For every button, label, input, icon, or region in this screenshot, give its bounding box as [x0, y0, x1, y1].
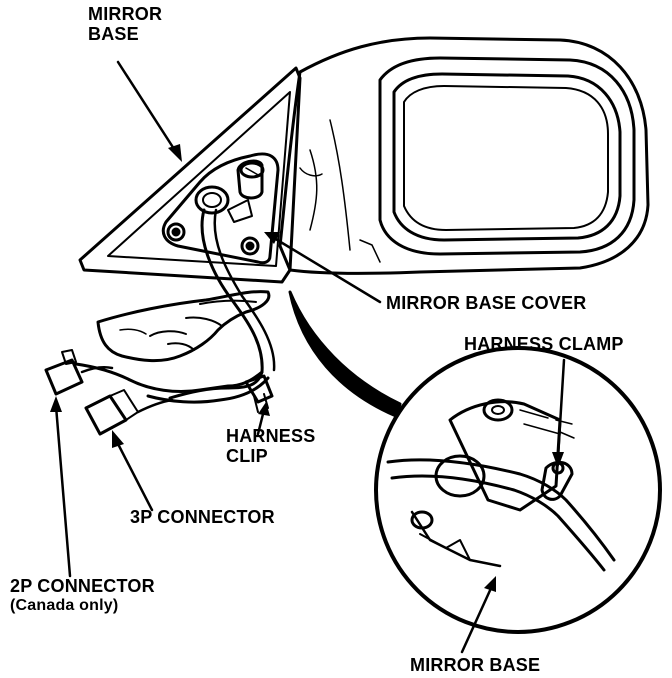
label-mirror-base-cover-text: MIRROR BASE COVER: [386, 293, 587, 313]
mirror-glass-frame: [378, 56, 636, 256]
label-harness-clamp: HARNESS CLAMP: [464, 334, 624, 354]
label-2p-connector: 2P CONNECTOR (Canada only): [10, 576, 155, 616]
label-harness-clip-line1: HARNESS: [226, 426, 316, 446]
label-harness-clip-line2: CLIP: [226, 446, 268, 466]
label-mirror-base-top: MIRROR BASE: [88, 4, 162, 44]
label-mirror-base-bottom-text: MIRROR BASE: [410, 655, 541, 675]
mirror-base-triangle: [78, 66, 302, 284]
label-mirror-base-top-line1: MIRROR: [88, 4, 163, 24]
mirror-glass: [392, 72, 622, 242]
label-2p-connector-line2: (Canada only): [10, 597, 119, 614]
hand: [96, 290, 271, 363]
label-3p-connector: 3P CONNECTOR: [130, 507, 275, 527]
label-harness-clamp-text: HARNESS CLAMP: [464, 334, 624, 354]
mirror-housing: [278, 36, 650, 275]
zoom-callout-pointer: [288, 290, 402, 418]
connector-3p: [84, 394, 128, 436]
label-3p-connector-text: 3P CONNECTOR: [130, 507, 275, 527]
mirror-base-cover: [161, 152, 280, 265]
label-harness-clip: HARNESS CLIP: [226, 426, 315, 466]
detail-view: [386, 398, 616, 572]
label-mirror-base-cover: MIRROR BASE COVER: [386, 293, 586, 313]
label-mirror-base-top-line2: BASE: [88, 24, 139, 44]
label-mirror-base-bottom: MIRROR BASE: [410, 655, 540, 675]
label-2p-connector-line1: 2P CONNECTOR: [10, 576, 155, 596]
leader-lines: [50, 60, 566, 654]
connector-2p: [44, 358, 84, 396]
detail-circle: [374, 346, 662, 634]
